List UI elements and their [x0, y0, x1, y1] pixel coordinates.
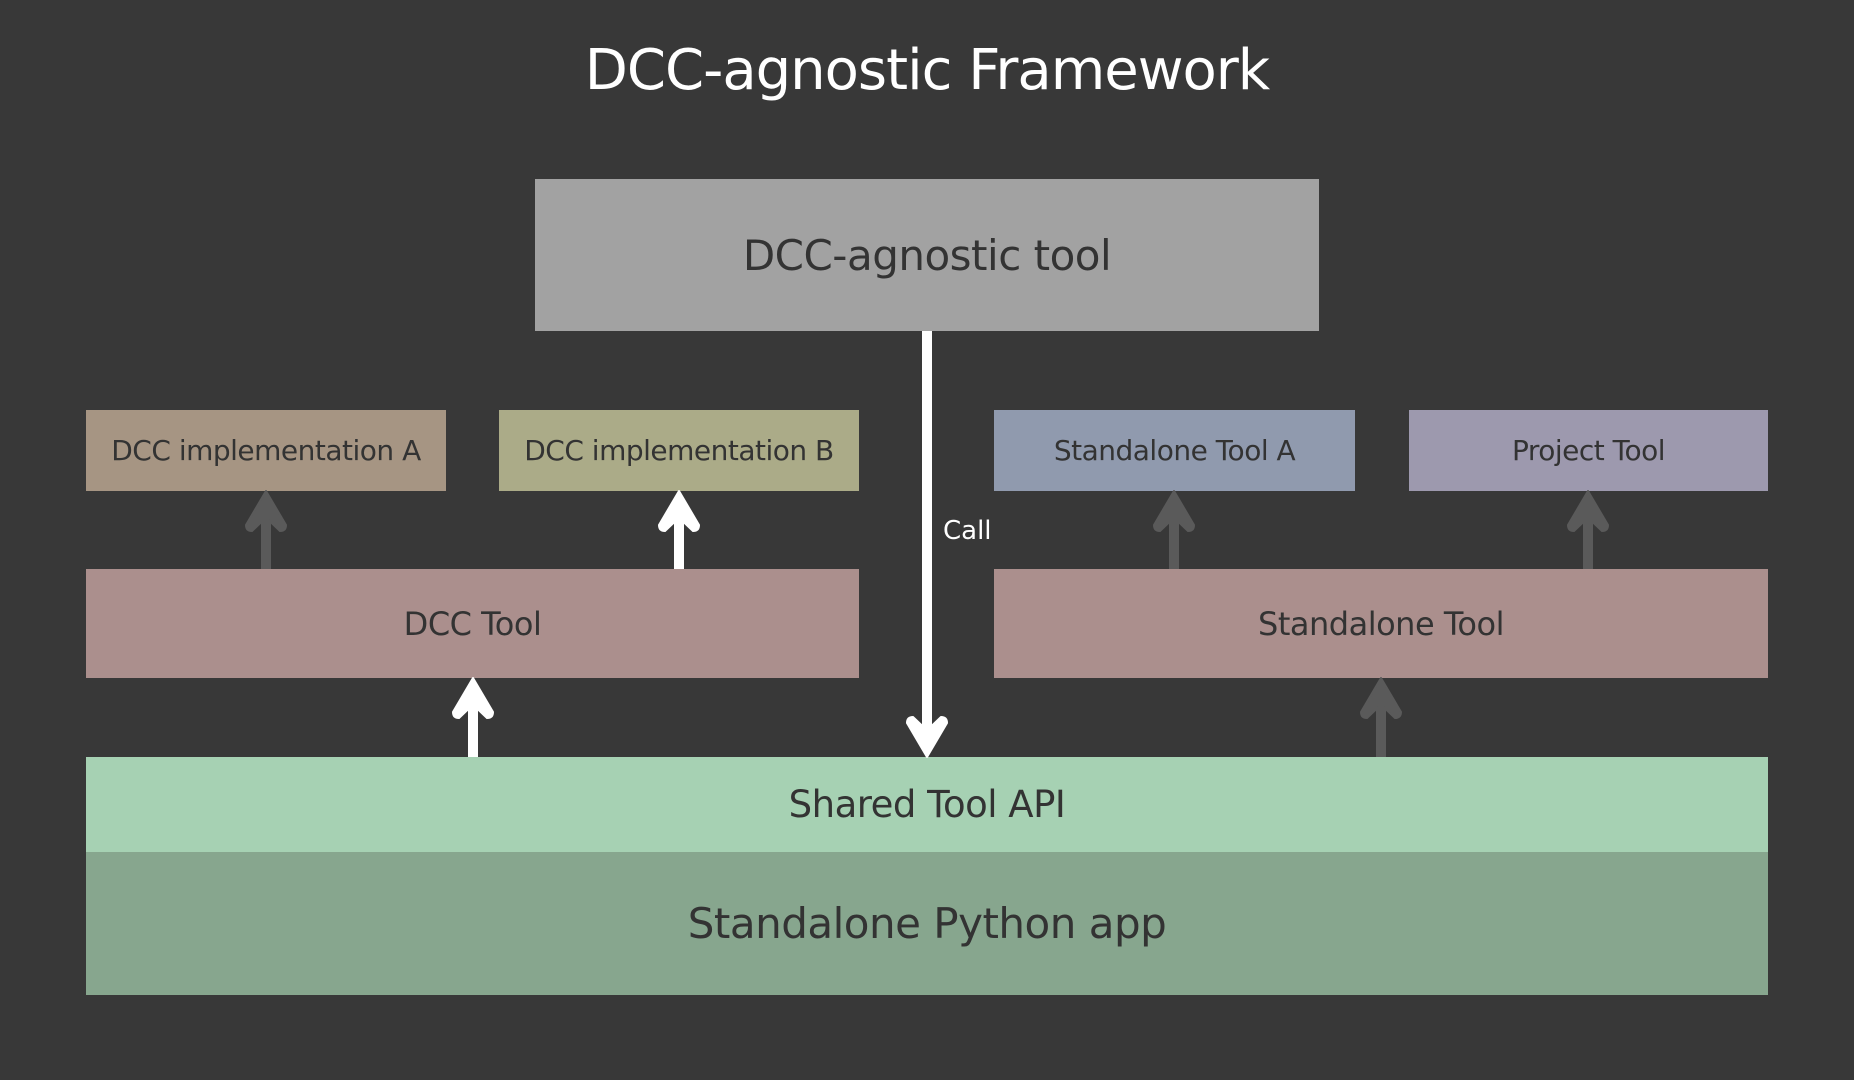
- edge-standalone-tool-to-project-tool: [1567, 490, 1609, 569]
- node-standalone-tool: Standalone Tool: [994, 569, 1768, 678]
- node-standalone-tool-a: Standalone Tool A: [994, 410, 1355, 491]
- arrow-head-icon: [1360, 677, 1402, 719]
- node-project-tool: Project Tool: [1409, 410, 1768, 491]
- edge-api-to-standalone-tool: [1360, 677, 1402, 757]
- node-dcc-implementation-b: DCC implementation B: [499, 410, 859, 491]
- node-shared-tool-api: Shared Tool API: [86, 757, 1768, 852]
- arrow-head-icon: [452, 677, 494, 719]
- edge-dcc-tool-to-impl-b: [658, 490, 700, 569]
- diagram-title: DCC-agnostic Framework: [584, 38, 1270, 103]
- node-dcc-implementation-a: DCC implementation A: [86, 410, 446, 491]
- arrow-head-icon: [245, 490, 287, 532]
- arrow-head-icon: [658, 490, 700, 532]
- arrow-head-icon: [1153, 490, 1195, 532]
- edge-label-call: Call: [943, 516, 992, 546]
- node-standalone-python-app: Standalone Python app: [86, 852, 1768, 995]
- arrow-head-icon: [906, 716, 948, 758]
- node-dcc-agnostic-tool: DCC-agnostic tool: [535, 179, 1319, 331]
- node-dcc-tool: DCC Tool: [86, 569, 859, 678]
- edge-standalone-tool-to-tool-a: [1153, 490, 1195, 569]
- edge-agnostic-tool-call: [906, 331, 948, 758]
- arrow-head-icon: [1567, 490, 1609, 532]
- edge-dcc-tool-to-impl-a: [245, 490, 287, 569]
- edge-api-to-dcc-tool: [452, 677, 494, 757]
